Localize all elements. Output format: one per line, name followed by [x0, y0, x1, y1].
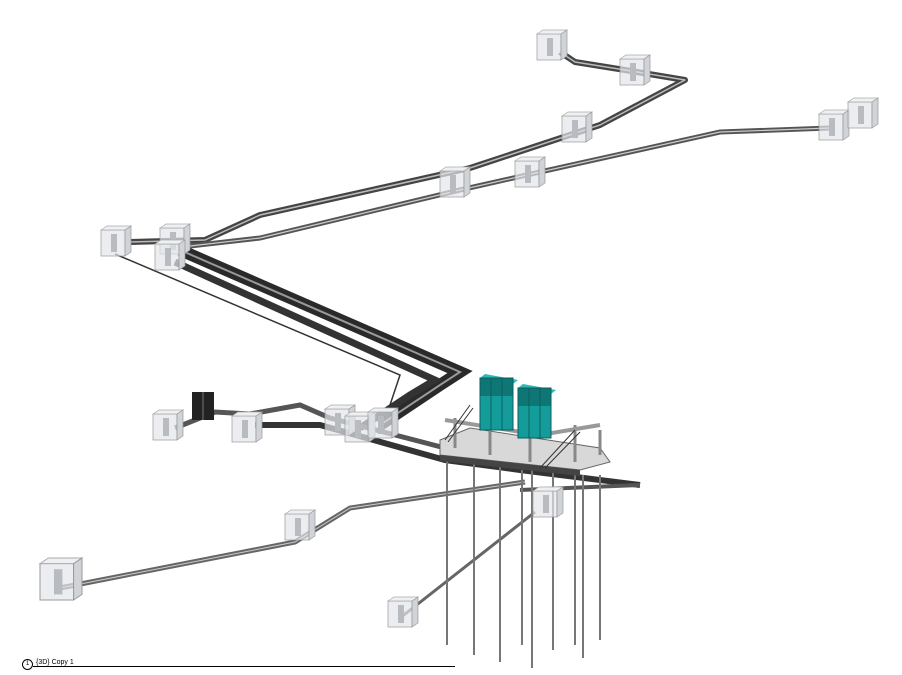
view-title: 1 {3D} Copy 1	[22, 659, 74, 670]
pull-boxes	[39, 29, 879, 628]
electrical-cabinet-2	[517, 384, 556, 439]
pipe-route-main-diagonal	[114, 244, 473, 431]
dark-cabinet	[192, 392, 214, 420]
view-number-bubble: 1	[22, 659, 33, 670]
equipment-platform	[439, 404, 611, 476]
pipe-route-upper-a	[129, 49, 688, 245]
electrical-cabinet-1	[479, 374, 518, 431]
view-title-underline	[33, 666, 455, 667]
pipe-route-upper-b	[189, 125, 831, 249]
view-name: {3D} Copy 1	[36, 659, 74, 666]
